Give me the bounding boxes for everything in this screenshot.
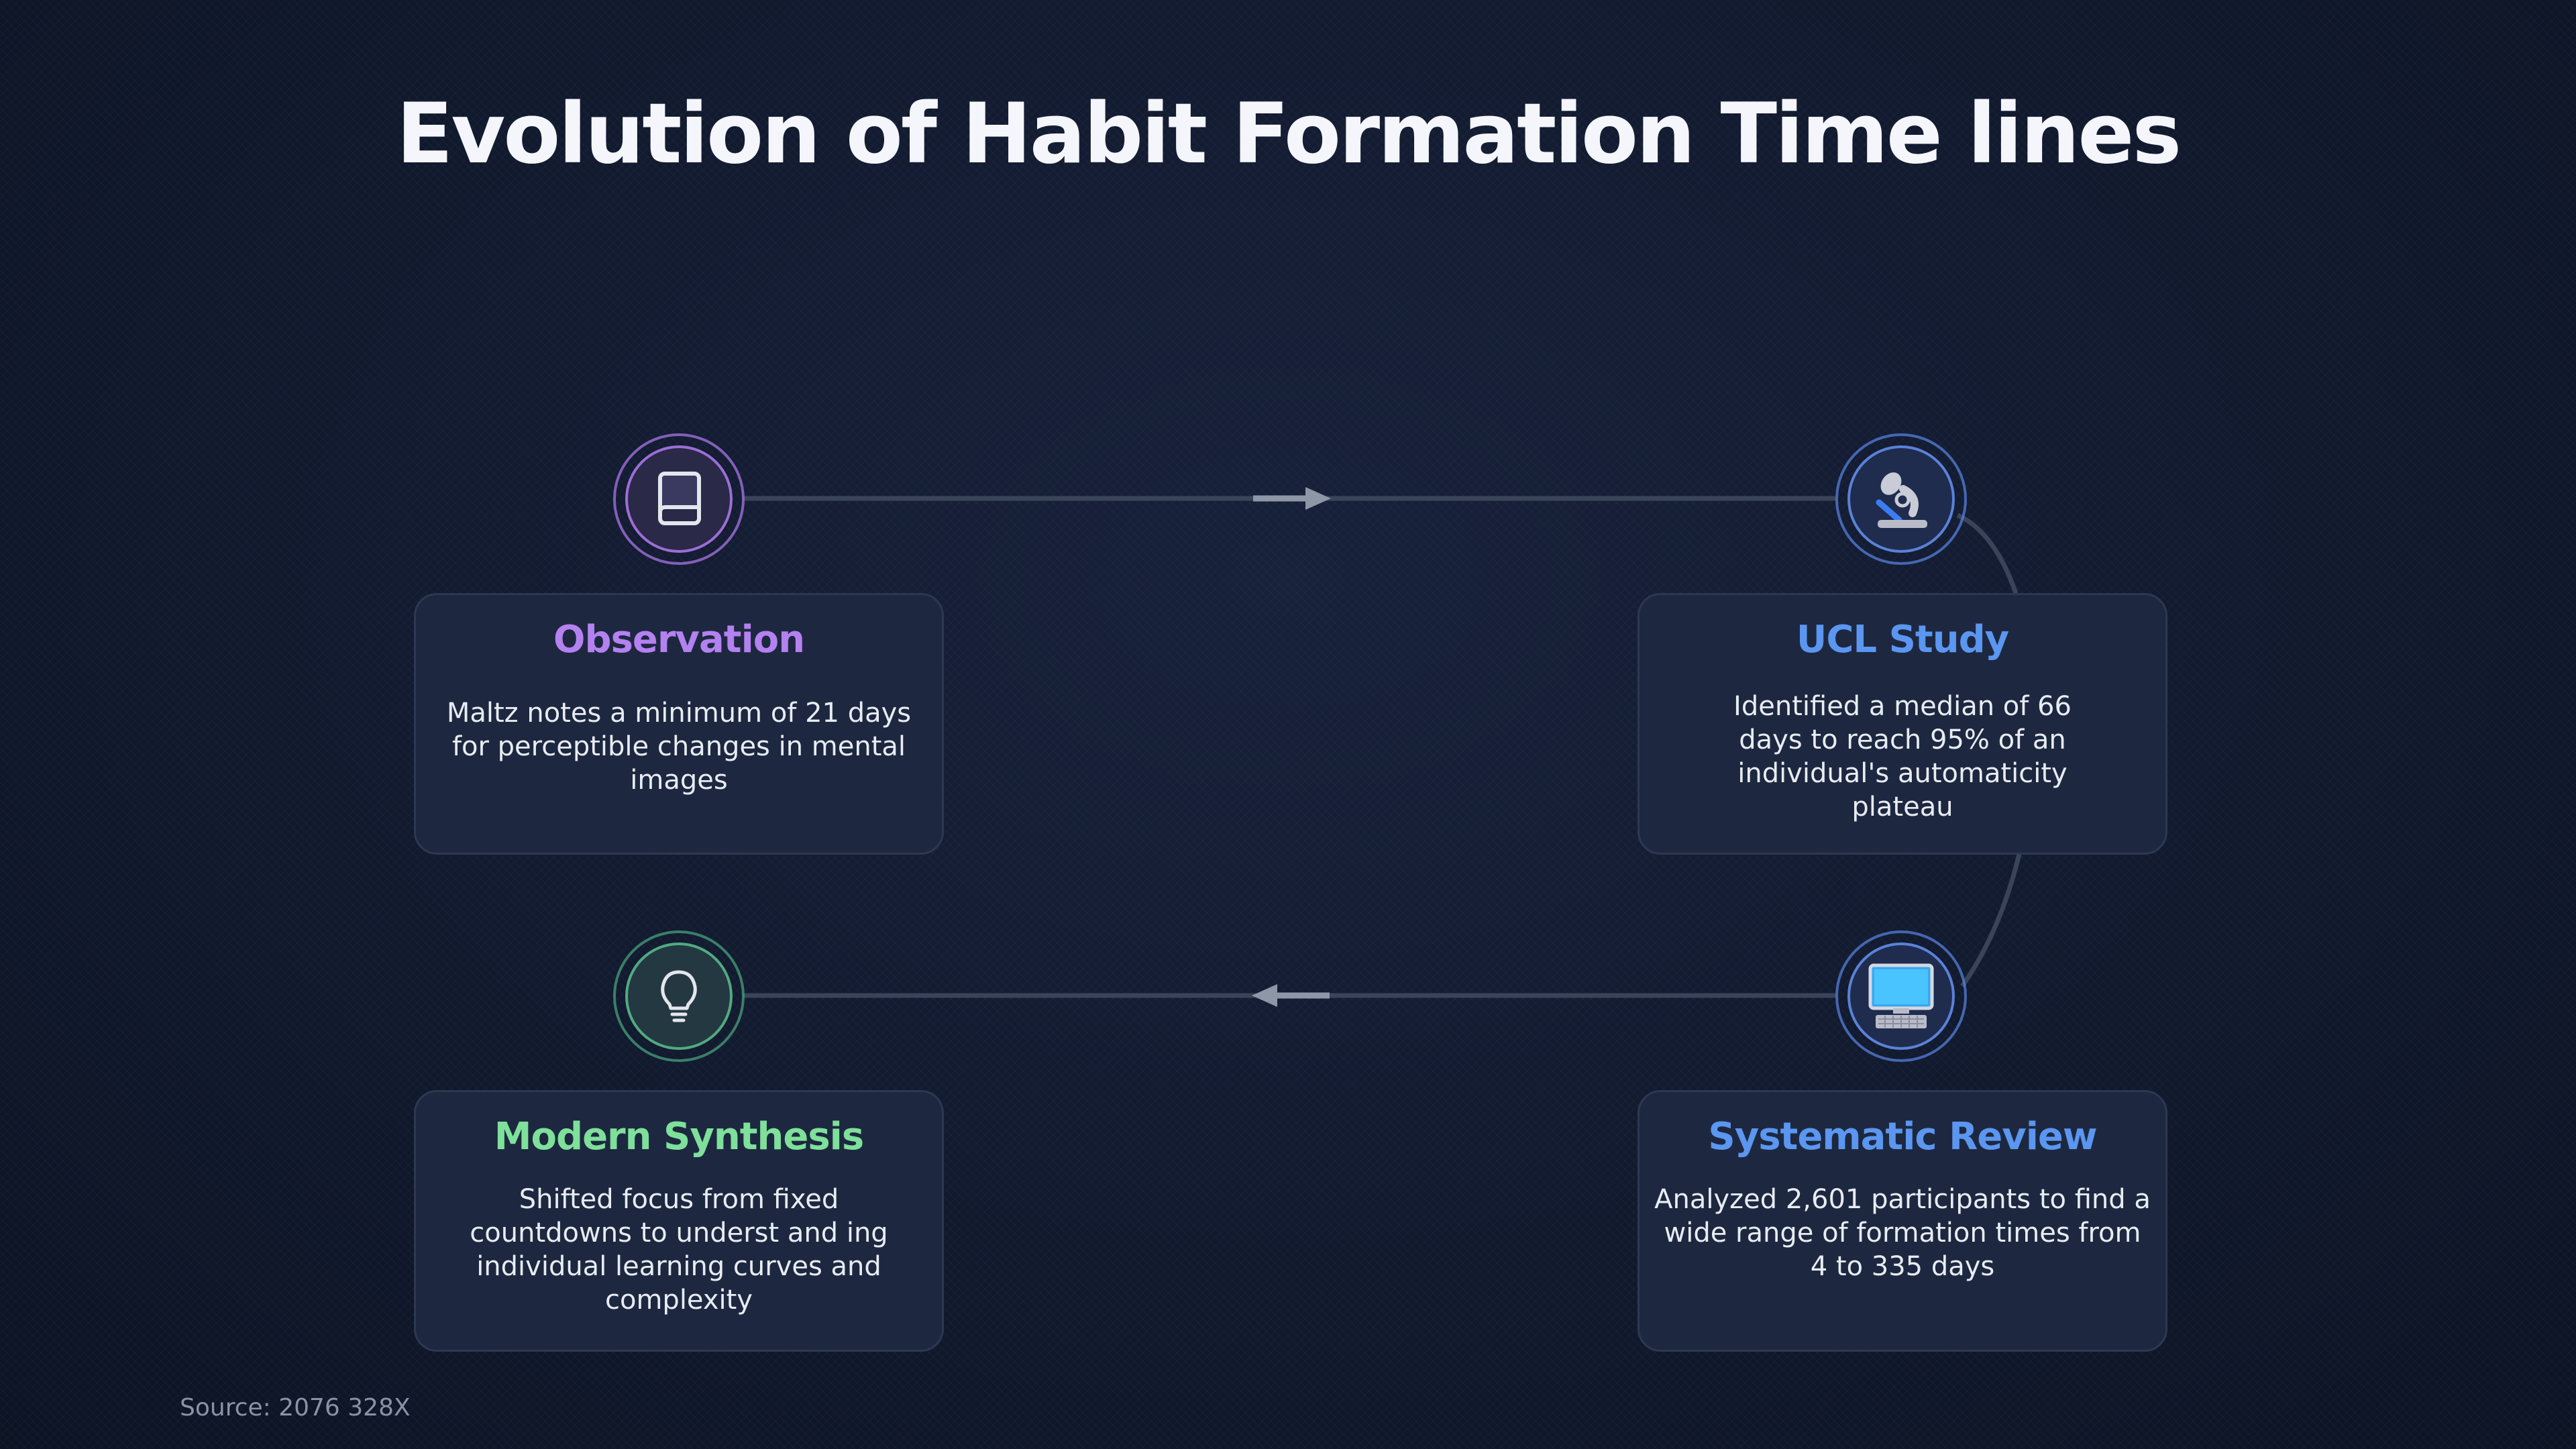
card-systematic-review: Systematic Review Analyzed 2,601 partici…	[1638, 1090, 2167, 1352]
computer-icon	[1868, 963, 1934, 1028]
node-ucl-study	[1835, 433, 1967, 565]
source-note: Source: 2076 328X	[180, 1394, 411, 1421]
lightbulb-icon	[661, 970, 697, 1022]
card-text-modern-synthesis: Shifted focus from fixed countdowns to u…	[470, 1184, 888, 1316]
card-title-modern-synthesis: Modern Synthesis	[494, 1115, 864, 1159]
card-ucl-study: UCL Study Identified a median of 66 days…	[1638, 593, 2167, 855]
node-modern-synthesis	[613, 930, 745, 1062]
card-observation: Observation Maltz notes a minimum of 21 …	[414, 593, 944, 855]
card-title-observation: Observation	[553, 618, 805, 661]
card-text-systematic-review: Analyzed 2,601 participants to find a wi…	[1654, 1184, 2151, 1282]
card-modern-synthesis: Modern Synthesis Shifted focus from fixe…	[414, 1090, 944, 1352]
card-title-ucl-study: UCL Study	[1796, 618, 2009, 661]
node-systematic-review	[1835, 930, 1967, 1062]
card-title-systematic-review: Systematic Review	[1708, 1115, 2097, 1159]
card-text-ucl-study: Identified a median of 66 days to reach …	[1733, 691, 2072, 822]
arrow-right-icon	[1253, 487, 1331, 510]
node-observation	[613, 433, 745, 565]
arrow-left-icon	[1252, 984, 1330, 1007]
book-icon	[658, 472, 701, 525]
microscope-icon	[1876, 472, 1927, 528]
card-text-observation: Maltz notes a minimum of 21 days for per…	[446, 698, 912, 796]
page-title: Evolution of Habit Formation Time lines	[396, 86, 2182, 182]
